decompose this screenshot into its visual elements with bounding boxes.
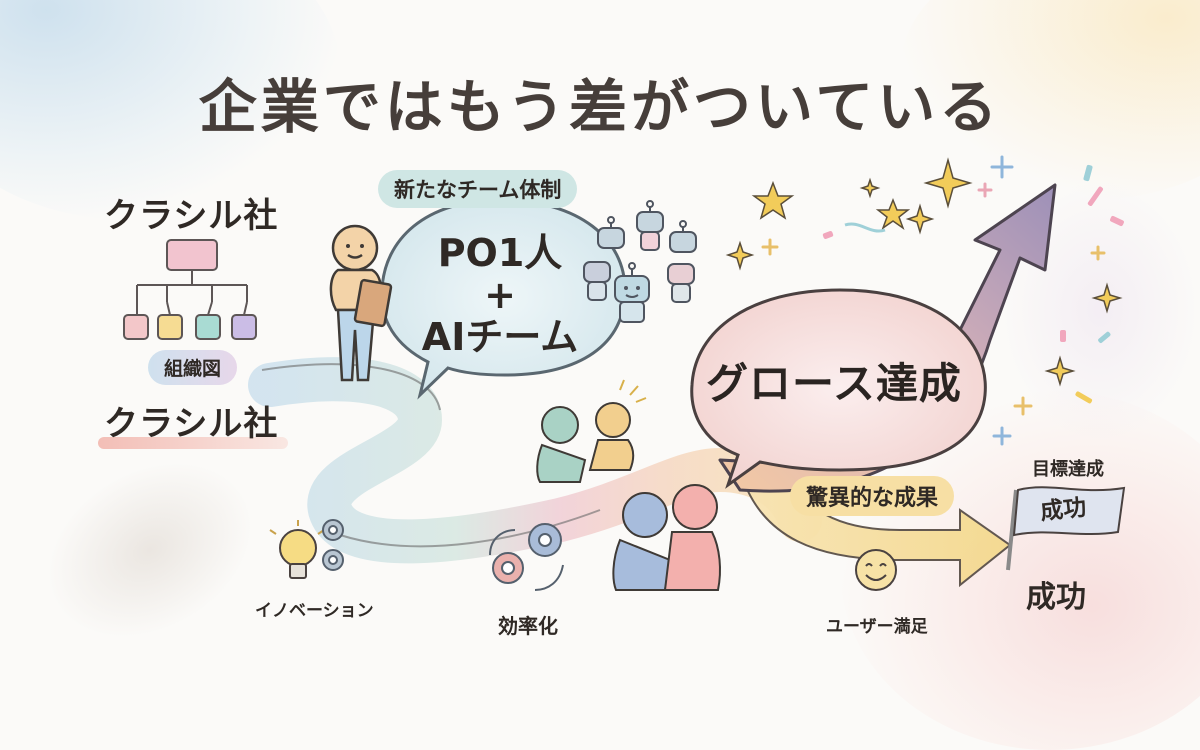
plus-sparkles (761, 155, 1106, 446)
ai-robot-team (583, 200, 697, 323)
robot-icon (583, 261, 611, 301)
robot-icon (614, 262, 650, 323)
user-satisfaction-label: ユーザー満足 (826, 617, 928, 637)
efficiency-gears-icon (489, 523, 564, 591)
lightbulb-icon (269, 520, 325, 579)
robot-icon (667, 263, 695, 303)
handshake-figures-bottom (612, 484, 721, 591)
robot-icon (597, 216, 625, 249)
org-chart-label: 組織図 (148, 350, 238, 385)
robot-icon (669, 220, 697, 253)
team-structure-label: 新たなチーム体制 (378, 170, 578, 208)
handshake-figures-top (536, 379, 647, 483)
gear-icon (322, 519, 344, 571)
remarkable-results-label: 驚異的な成果 (790, 476, 955, 516)
team-bubble-line-3: AIチーム (421, 315, 579, 359)
confetti (822, 164, 1124, 404)
company-name-bottom: クラシル社 (98, 396, 289, 449)
success-flag (1006, 486, 1126, 571)
company-name-bottom-text: クラシル社 (104, 404, 279, 444)
flag-success-text: 成功 (1039, 494, 1088, 526)
efficiency-label: 効率化 (498, 614, 558, 638)
team-bubble-text: PO1人 + AIチーム (400, 232, 600, 358)
org-chart (123, 239, 257, 340)
team-bubble-line-1: PO1人 (437, 231, 563, 275)
team-bubble-line-2: + (484, 273, 516, 317)
growth-speech-bubble (690, 288, 987, 489)
smiley-face-icon (855, 549, 897, 591)
goal-achieved-label: 目標達成 (1032, 459, 1104, 480)
team-speech-bubble (380, 198, 627, 400)
page-title: 企業ではもう差がついている (198, 73, 1002, 141)
product-owner-figure (329, 224, 393, 382)
growth-achieved-text: グロース達成 (706, 359, 962, 408)
illustration-canvas (123, 155, 1126, 591)
celebration-sparkles (725, 157, 1123, 387)
company-name-top: クラシル社 (104, 196, 279, 236)
winding-road (248, 357, 822, 564)
success-label: 成功 (1026, 580, 1086, 615)
innovation-label: イノベーション (255, 601, 374, 621)
robot-icon (636, 200, 664, 251)
